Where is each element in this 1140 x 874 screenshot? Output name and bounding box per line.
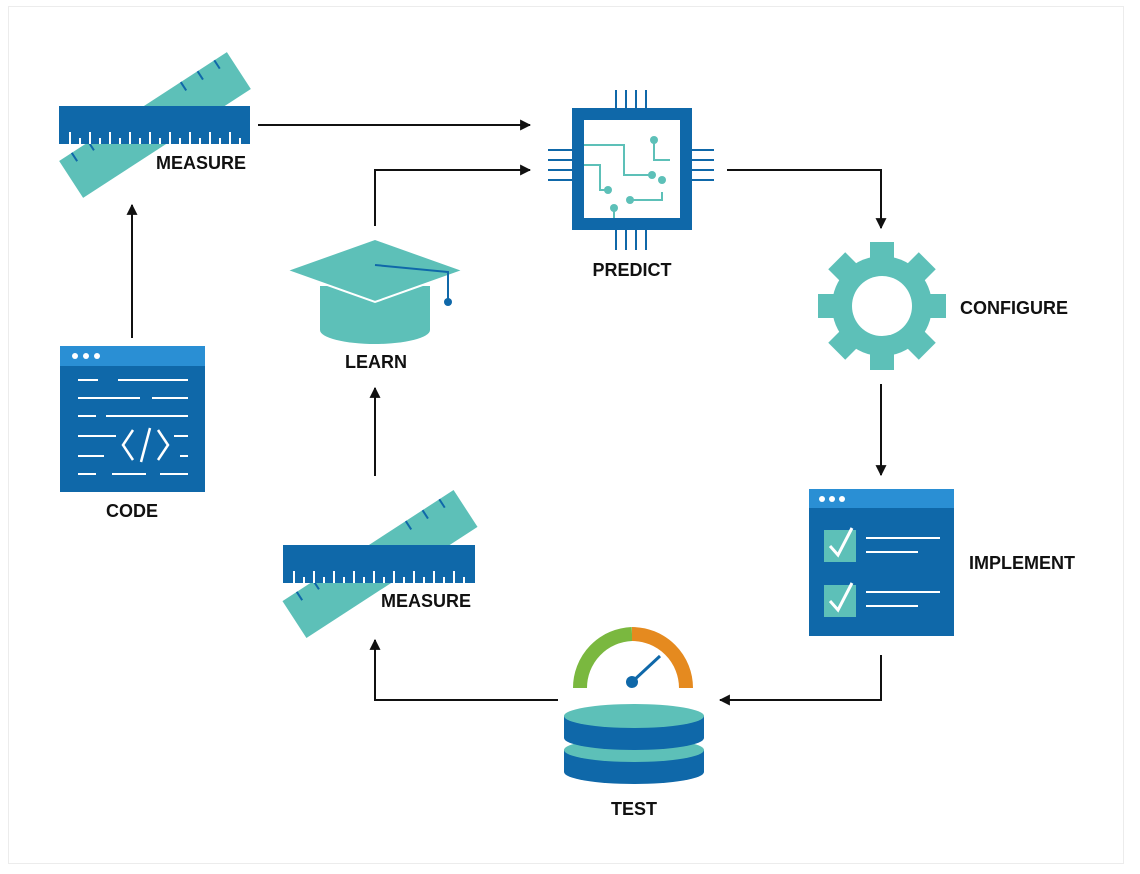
gauge-database-icon [564, 627, 704, 784]
node-label-measure-top: MEASURE [156, 153, 246, 173]
node-label-code: CODE [106, 501, 158, 521]
ruler-icon [59, 52, 251, 198]
edge-implement-to-test [718, 655, 882, 706]
edge-test-to-measure [369, 638, 558, 701]
ruler-icon [282, 489, 478, 639]
node-label-implement: IMPLEMENT [969, 553, 1075, 573]
node-label-measure-bottom: MEASURE [381, 591, 471, 611]
chip-icon [548, 90, 714, 250]
edges [126, 119, 887, 706]
node-label-configure: CONFIGURE [960, 298, 1068, 318]
edge-learn-to-predict [374, 164, 532, 226]
graduation-cap-icon [287, 240, 463, 344]
node-label-predict: PREDICT [592, 260, 671, 280]
code-window-icon [60, 346, 205, 492]
node-label-test: TEST [611, 799, 657, 819]
edge-predict-to-configure [727, 169, 887, 230]
gear-icon [818, 242, 946, 370]
node-label-learn: LEARN [345, 352, 407, 372]
checklist-window-icon [809, 489, 954, 636]
